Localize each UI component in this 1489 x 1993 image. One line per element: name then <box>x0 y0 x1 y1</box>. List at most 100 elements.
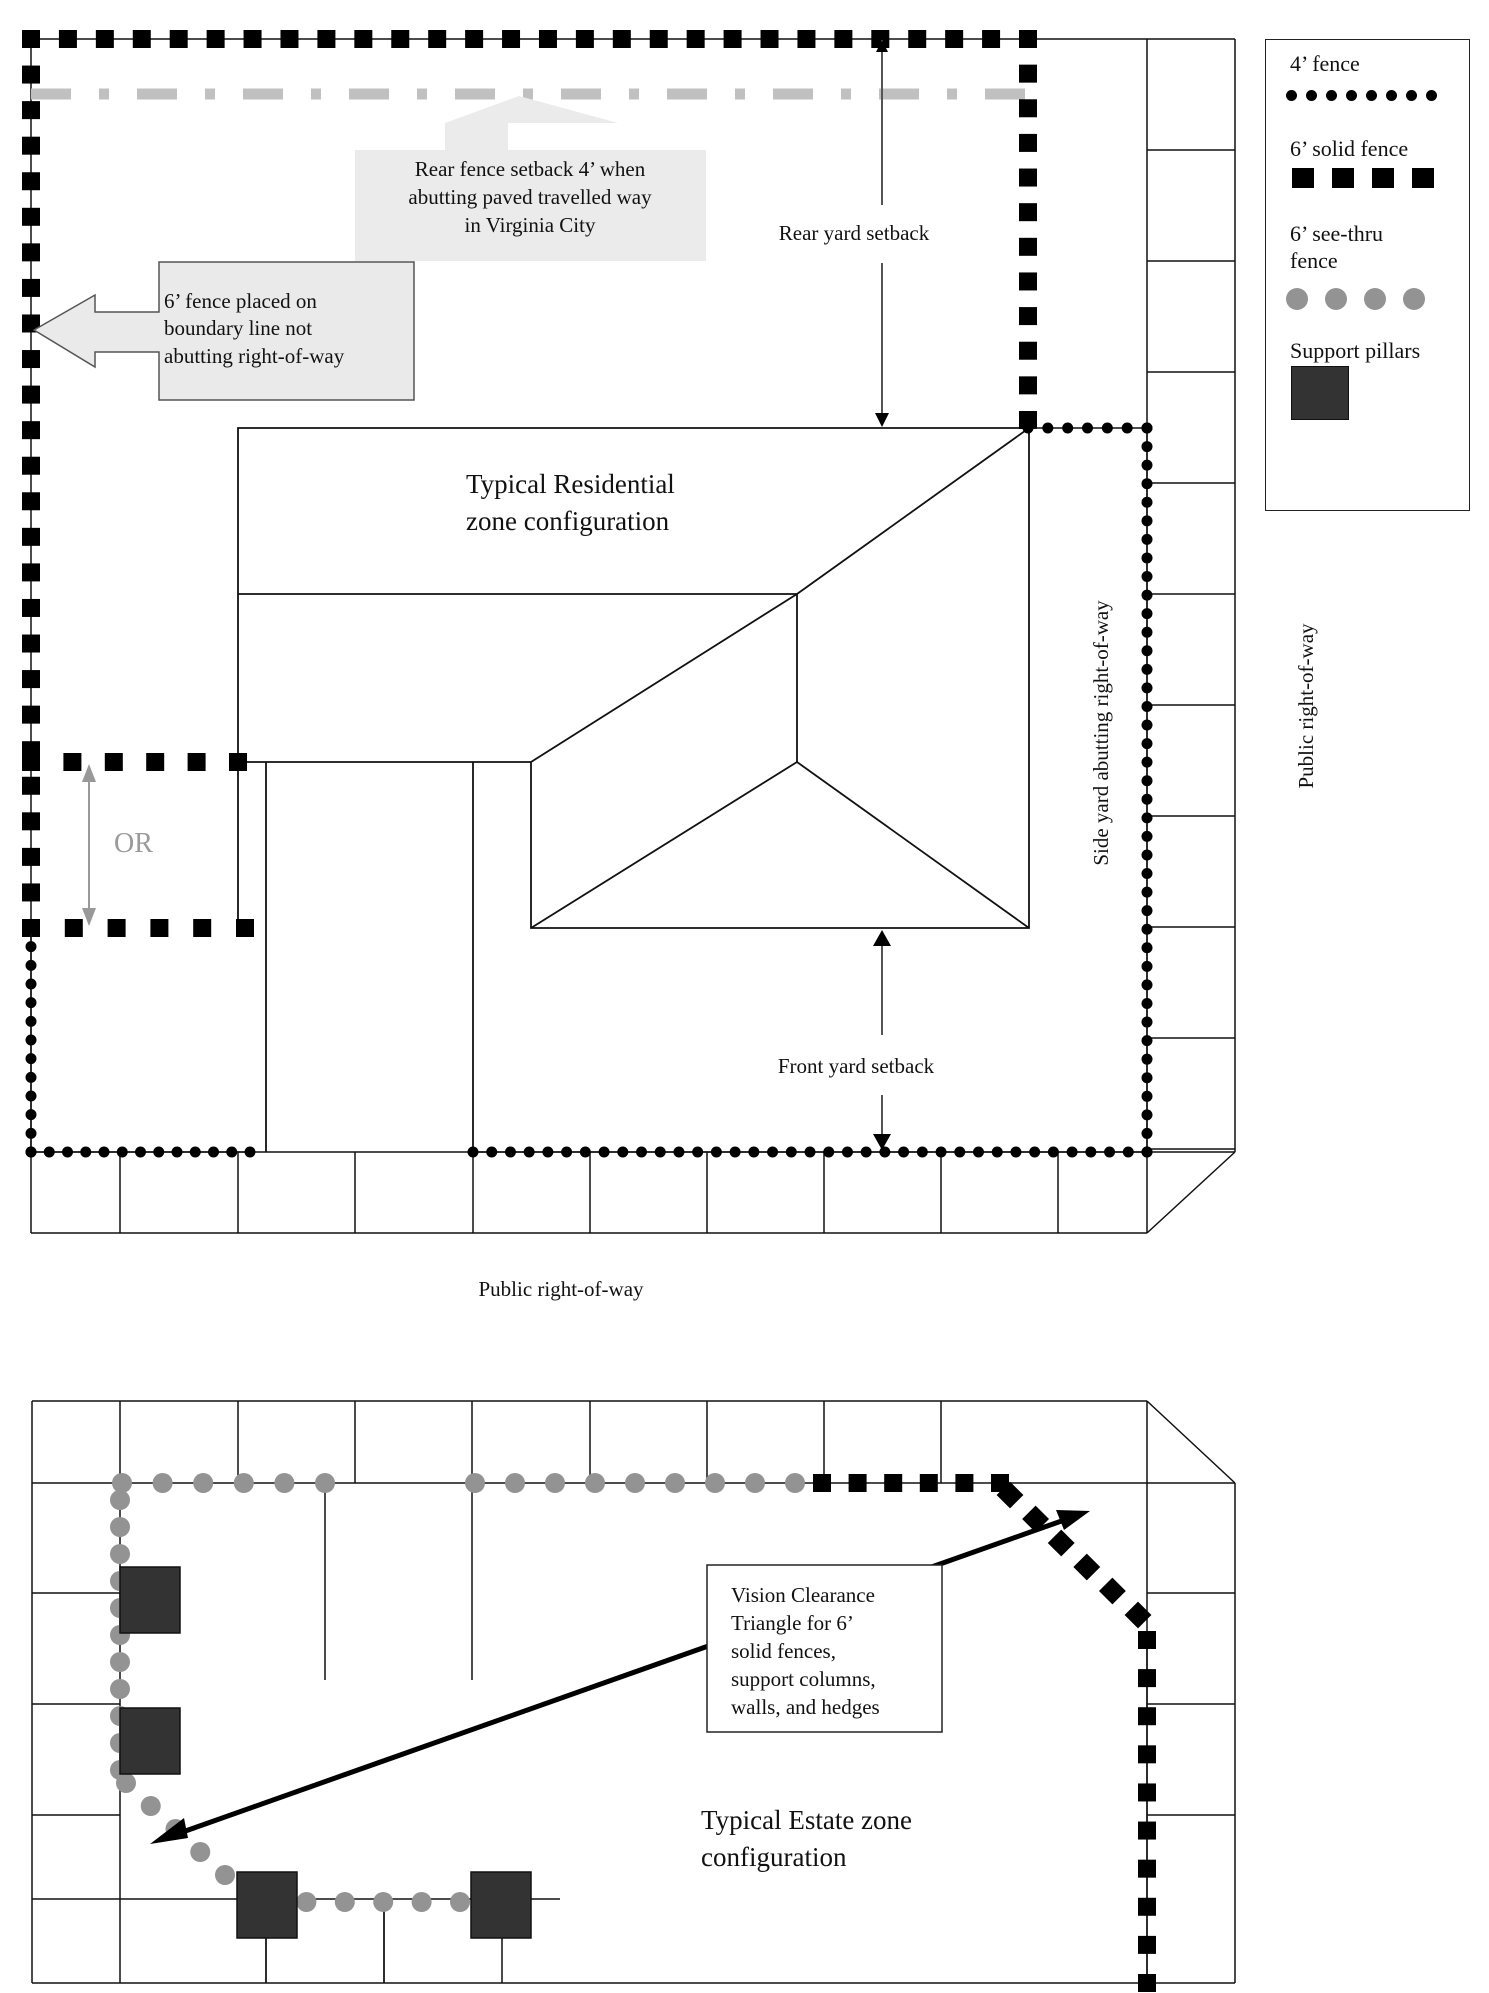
fence-post-4ft <box>1141 1109 1153 1121</box>
fence-post-6ft-solid <box>22 136 40 155</box>
fence-post-6ft-see-thru <box>140 1796 161 1816</box>
legend-dot-4ft <box>1386 90 1397 101</box>
fence-post-6ft-see-thru <box>110 1679 130 1699</box>
fence-post-6ft-solid <box>996 1481 1024 1509</box>
fence-post-6ft-solid <box>1019 168 1037 187</box>
legend-dot-4ft <box>1346 90 1357 101</box>
fence-post-4ft <box>1141 645 1153 657</box>
fence-post-4ft <box>135 1146 146 1158</box>
fence-post-4ft <box>1141 793 1153 805</box>
fence-post-6ft-solid <box>848 1474 867 1492</box>
legend-label-4ft-fence: 4’ fence <box>1290 51 1360 76</box>
fence-post-4ft <box>1141 1072 1153 1084</box>
fence-post-6ft-solid <box>22 456 40 475</box>
fence-post-4ft <box>25 1146 37 1158</box>
fence-post-4ft <box>1141 422 1153 434</box>
legend-square-6ft-solid <box>1372 168 1394 188</box>
four-ft-fence-run <box>1022 422 1153 434</box>
fence-post-4ft <box>973 1146 984 1158</box>
fence-post-4ft <box>1141 552 1153 564</box>
fence-post-6ft-solid <box>63 753 82 771</box>
fence-post-4ft <box>1141 608 1153 620</box>
boundary-note-line2: boundary line not <box>164 316 312 340</box>
fence-post-4ft <box>1141 478 1153 490</box>
fence-post-4ft <box>25 997 37 1009</box>
fence-post-4ft <box>841 1146 853 1158</box>
support-pillar <box>119 1566 181 1634</box>
fence-post-4ft <box>1141 1053 1153 1065</box>
fence-post-4ft <box>1141 626 1153 638</box>
or-label: OR <box>114 828 153 859</box>
fence-post-4ft <box>1141 1016 1153 1028</box>
fence-post-6ft-solid <box>465 30 484 48</box>
fence-post-4ft <box>1022 422 1034 434</box>
fence-post-4ft <box>935 1146 947 1158</box>
fence-post-6ft-solid <box>612 30 631 48</box>
legend-square-6ft-solid <box>1332 168 1354 188</box>
fence-post-6ft-solid <box>187 753 206 771</box>
fence-post-6ft-solid <box>1019 237 1037 256</box>
bottom-sidewalk <box>30 1151 1235 1234</box>
support-pillar <box>236 1871 298 1939</box>
fence-post-6ft-solid <box>22 101 40 120</box>
fence-post-6ft-solid <box>391 30 410 48</box>
legend-dot-6ft-see-thru <box>1286 288 1308 310</box>
fence-post-6ft-solid <box>22 65 40 84</box>
fence-post-6ft-solid <box>538 30 557 48</box>
six-ft-see-thru-fence-run <box>112 1473 335 1493</box>
fence-post-6ft-solid <box>1138 1783 1156 1802</box>
rear-fence-callout <box>355 96 706 261</box>
fence-post-4ft <box>991 1146 1003 1158</box>
fence-post-6ft-solid <box>193 919 212 937</box>
fence-post-4ft <box>654 1146 666 1158</box>
fence-post-6ft-solid <box>22 670 40 689</box>
fence-post-6ft-see-thru <box>705 1473 725 1493</box>
boundary-note-line1: 6’ fence placed on <box>164 289 317 313</box>
fence-post-4ft <box>579 1146 591 1158</box>
fence-post-6ft-see-thru <box>116 1773 136 1793</box>
residential-title-line2: zone configuration <box>466 506 670 536</box>
six-ft-solid-fence-run <box>1138 1631 1156 1992</box>
fence-post-6ft-see-thru <box>193 1473 214 1493</box>
fence-post-6ft-solid <box>22 30 40 48</box>
fence-post-6ft-solid <box>1138 1707 1156 1726</box>
fence-post-4ft <box>98 1146 110 1158</box>
six-ft-see-thru-fence-run <box>116 1773 235 1885</box>
vision-note-line4: support columns, <box>731 1667 876 1691</box>
fence-post-6ft-solid <box>1124 1601 1152 1629</box>
fence-post-6ft-solid <box>1098 1577 1126 1605</box>
fence-post-6ft-solid <box>132 30 151 48</box>
fence-post-6ft-solid <box>1047 1529 1075 1557</box>
public-row-bottom-label: Public right-of-way <box>478 1277 644 1301</box>
legend-label-6ft-solid-fence: 6’ solid fence <box>1290 136 1409 161</box>
four-ft-fence-run <box>467 1146 1153 1158</box>
boundary-note-line3: abutting right-of-way <box>164 344 345 368</box>
fence-post-4ft <box>25 978 37 990</box>
fence-post-4ft <box>1141 905 1153 917</box>
fence-post-4ft <box>1141 496 1153 508</box>
fence-post-4ft <box>1141 738 1153 750</box>
fence-post-6ft-see-thru <box>785 1473 805 1493</box>
fence-post-6ft-solid <box>22 753 40 771</box>
legend-dot-4ft <box>1326 90 1337 101</box>
fence-post-4ft <box>1141 1035 1153 1047</box>
residential-diagram: Rear fence setback 4’ when abutting pave… <box>22 30 1318 1301</box>
or-arrow <box>82 764 96 926</box>
fence-post-6ft-solid <box>1138 1631 1156 1649</box>
fence-post-4ft <box>542 1146 554 1158</box>
side-yard-label: Side yard abutting right-of-way <box>1089 600 1113 866</box>
six-ft-solid-fence-run <box>22 753 247 771</box>
fence-post-4ft <box>898 1146 910 1158</box>
fence-post-6ft-solid <box>104 753 123 771</box>
fence-post-4ft <box>954 1146 966 1158</box>
fence-post-6ft-solid <box>22 492 40 511</box>
fence-post-4ft <box>80 1146 92 1158</box>
fence-post-4ft <box>1101 422 1113 434</box>
fence-post-4ft <box>1141 441 1153 453</box>
legend-square-6ft-solid <box>1412 168 1434 188</box>
fence-post-4ft <box>1141 459 1153 471</box>
fence-post-6ft-solid <box>22 883 40 902</box>
fence-post-4ft <box>710 1146 722 1158</box>
fence-post-4ft <box>1141 719 1153 731</box>
fence-post-4ft <box>467 1146 479 1158</box>
